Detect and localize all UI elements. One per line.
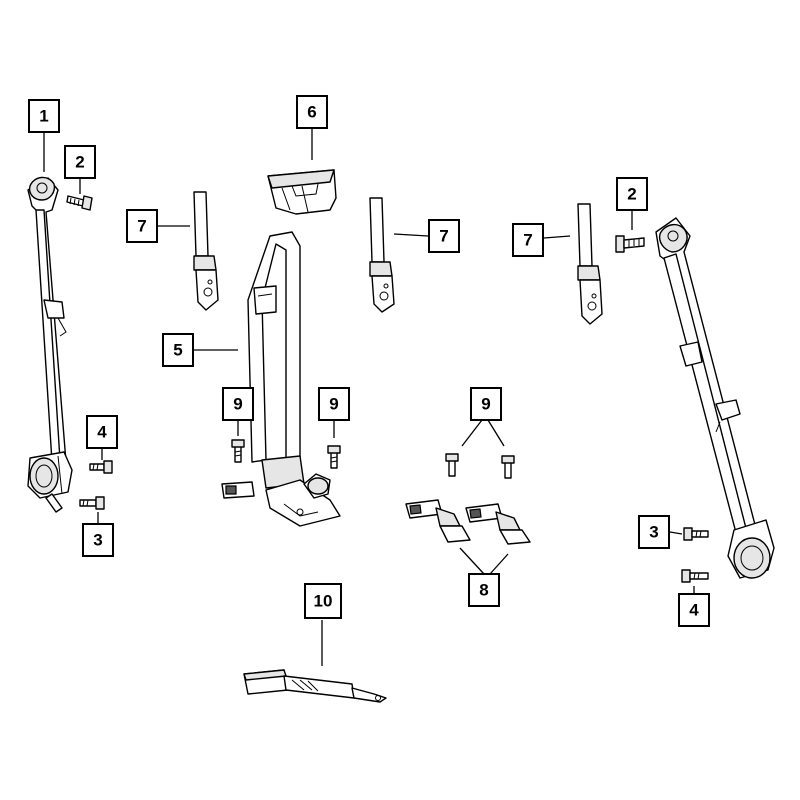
right-seat-belt-retractor-assembly	[655, 217, 775, 579]
callout-3-left: 3	[82, 523, 114, 557]
right-anchor-bolt-2	[615, 235, 645, 253]
callout-4-left: 4	[86, 415, 118, 449]
callout-3-right-label: 3	[649, 523, 658, 542]
anchor-strap-7-c	[577, 203, 603, 325]
center-seat-belt-webbing-5	[221, 231, 341, 527]
seat-belt-buckle-10	[243, 669, 387, 703]
callout-4-left-label: 4	[97, 423, 107, 442]
callout-5-label: 5	[173, 341, 182, 360]
callout-9-a: 9	[222, 387, 254, 421]
anchor-strap-7-b	[369, 197, 395, 313]
callout-7-c: 7	[512, 223, 544, 257]
bolt-9-c	[445, 453, 459, 477]
left-seat-belt-retractor-assembly	[27, 176, 73, 513]
callout-5: 5	[162, 333, 194, 367]
callout-4-right-label: 4	[689, 601, 699, 620]
callout-7-b: 7	[428, 219, 460, 253]
callout-6-label: 6	[307, 103, 316, 122]
callout-2-right-label: 2	[627, 185, 636, 204]
callout-8-label: 8	[479, 581, 488, 600]
callout-7-a-label: 7	[137, 217, 146, 236]
callout-9-a-label: 9	[233, 395, 242, 414]
right-bolt-3	[683, 527, 709, 541]
callout-2-left: 2	[64, 145, 96, 179]
left-bolt-4	[89, 460, 113, 474]
leader-lines	[43, 128, 695, 666]
callout-10: 10	[304, 583, 342, 619]
callout-4-right: 4	[678, 593, 710, 627]
callout-6: 6	[296, 95, 328, 129]
bolt-9-a	[231, 439, 245, 463]
left-bolt-3	[79, 496, 105, 510]
callout-8: 8	[468, 573, 500, 607]
callout-3-right: 3	[638, 515, 670, 549]
bolt-9-b	[327, 445, 341, 469]
callout-9-c-label: 9	[481, 395, 490, 414]
bolt-9-d	[501, 455, 515, 479]
seat-belt-buckle-8-b	[465, 503, 531, 545]
callout-1: 1	[28, 99, 60, 133]
anchor-strap-7-a	[193, 191, 219, 311]
callout-3-left-label: 3	[93, 531, 102, 550]
callout-7-c-label: 7	[523, 231, 532, 250]
left-anchor-bolt-2	[66, 195, 93, 211]
callout-9-c: 9	[470, 387, 502, 421]
callout-10-label: 10	[314, 592, 333, 611]
callout-1-label: 1	[39, 107, 48, 126]
right-bolt-4	[681, 569, 709, 583]
callout-7-a: 7	[126, 209, 158, 243]
callout-9-b-label: 9	[329, 395, 338, 414]
seat-belt-buckle-8-a	[405, 499, 471, 543]
belt-guide-cover-6	[267, 169, 337, 215]
callout-9-b: 9	[318, 387, 350, 421]
callout-2-left-label: 2	[75, 153, 84, 172]
callout-2-right: 2	[616, 177, 648, 211]
callout-7-b-label: 7	[439, 227, 448, 246]
